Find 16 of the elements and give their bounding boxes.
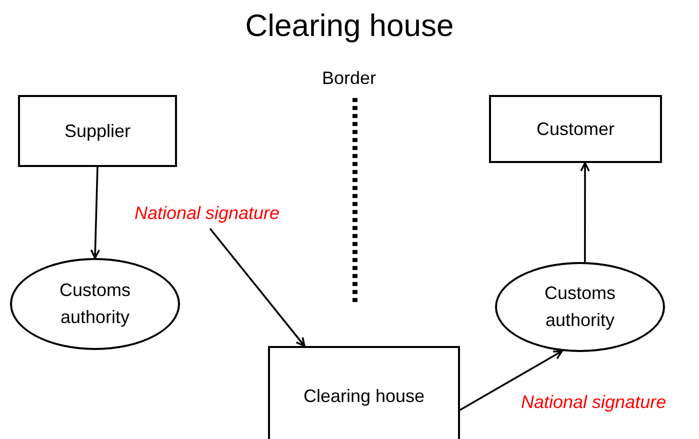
arrow	[209, 228, 306, 347]
process-box	[268, 346, 460, 439]
arrow	[90, 166, 100, 259]
node-label: Supplier	[64, 120, 131, 143]
edge-label: National signature	[521, 392, 666, 413]
arrow	[460, 350, 563, 411]
node-label: Clearing house	[303, 384, 425, 408]
process-box	[18, 95, 177, 167]
node-label: Customs authority	[58, 279, 132, 329]
arrow	[580, 162, 590, 262]
diagram-title: Clearing house	[244, 8, 455, 44]
annotation-text: National signature	[112, 200, 302, 226]
border-label: Border	[322, 68, 376, 89]
node-label: Customs authority	[543, 282, 616, 332]
process-box	[489, 95, 662, 163]
node-label: Customer	[536, 118, 615, 140]
